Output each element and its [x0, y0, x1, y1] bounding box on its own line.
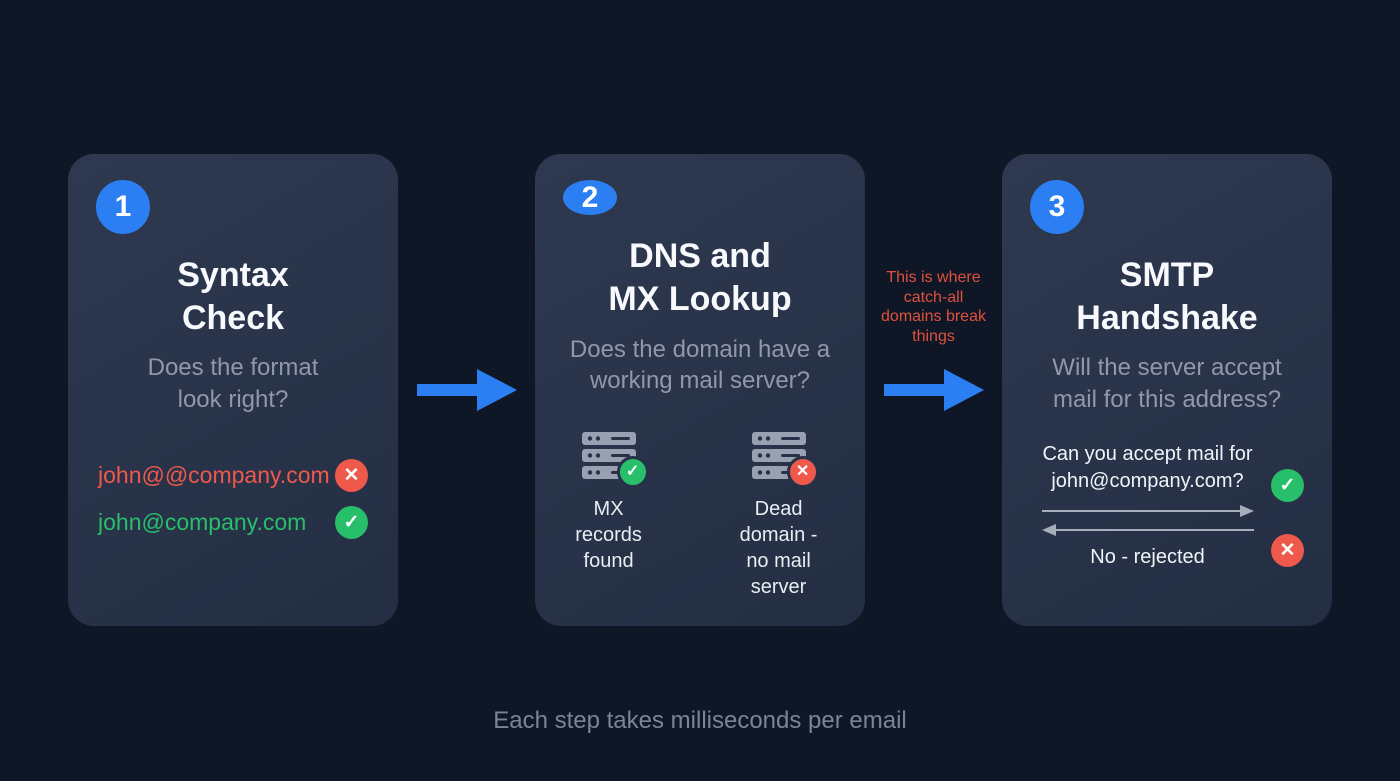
- footer-caption: Each step takes milliseconds per email: [493, 707, 907, 734]
- cross-icon: ✕: [335, 458, 368, 492]
- icon-glyph: ✕: [1279, 539, 1296, 561]
- server-wrap: ✕: [750, 430, 819, 488]
- check-icon: ✓: [1271, 468, 1304, 502]
- step-subtitle: Does the format look right?: [147, 354, 319, 413]
- handshake-response-text: No - rejected: [1090, 545, 1205, 568]
- icon-glyph: ✓: [1279, 474, 1296, 496]
- connector-step1-step2: [398, 154, 535, 626]
- step-title: SMTP Handshake: [1076, 256, 1258, 338]
- step-title: Syntax Check: [177, 256, 289, 338]
- step-number: 1: [114, 190, 132, 223]
- step-card-smtp-handshake: 3 SMTP Handshake Will the server accept …: [1002, 154, 1332, 626]
- example-row-invalid: john@@company.com ✕: [98, 458, 368, 492]
- flow-row: 1 Syntax Check Does the format look righ…: [68, 154, 1332, 626]
- icon-glyph: ✓: [343, 511, 360, 533]
- handshake-request-text: Can you accept mail for john@company.com…: [1042, 442, 1253, 492]
- cross-icon: ✕: [786, 456, 819, 488]
- handshake-result-icons: ✓ ✕: [1265, 441, 1304, 569]
- syntax-examples: john@@company.com ✕ john@company.com ✓: [96, 458, 370, 539]
- connector-step2-step3: This is where catch-all domains break th…: [865, 154, 1002, 626]
- valid-email-text: john@company.com: [98, 508, 307, 535]
- invalid-email-text: john@@company.com: [98, 461, 330, 488]
- step-title: DNS and MX Lookup: [608, 237, 792, 319]
- step-number-badge: 3: [1030, 180, 1084, 234]
- check-icon: ✓: [616, 456, 649, 488]
- icon-glyph: ✓: [625, 463, 640, 480]
- outcome-dead-domain: ✕ Dead domain - no mail server: [720, 430, 837, 600]
- handshake-main: Can you accept mail for john@company.com…: [1030, 441, 1265, 569]
- arrow-right-icon: [1041, 504, 1254, 517]
- step-card-syntax-check: 1 Syntax Check Does the format look righ…: [68, 154, 398, 626]
- arrow-left-icon: [1041, 523, 1254, 536]
- arrow-right-icon: [416, 369, 517, 411]
- handshake-arrows: [1041, 504, 1254, 537]
- arrow-right-icon: [883, 369, 984, 411]
- icon-glyph: ✕: [795, 463, 810, 480]
- step-subtitle: Does the domain have a working mail serv…: [569, 335, 831, 394]
- smtp-handshake-exchange: Can you accept mail for john@company.com…: [1030, 441, 1304, 569]
- step-number-badge: 2: [563, 180, 617, 216]
- cross-icon: ✕: [1271, 533, 1304, 567]
- dns-outcomes: ✓ MX records found: [563, 430, 837, 600]
- step-subtitle: Will the server accept mail for this add…: [1052, 354, 1282, 413]
- step-number-badge: 1: [96, 180, 150, 234]
- outcome-label: MX records found: [575, 498, 642, 572]
- step-number: 2: [581, 180, 599, 214]
- step-card-dns-mx-lookup: 2 DNS and MX Lookup Does the domain have…: [535, 154, 865, 626]
- check-icon: ✓: [335, 505, 368, 539]
- outcome-label: Dead domain - no mail server: [739, 498, 818, 598]
- server-wrap: ✓: [580, 430, 649, 488]
- outcome-mx-found: ✓ MX records found: [563, 430, 654, 600]
- icon-glyph: ✕: [343, 464, 360, 486]
- catch-all-annotation: This is where catch-all domains break th…: [881, 269, 986, 345]
- step-number: 3: [1048, 190, 1066, 223]
- example-row-valid: john@company.com ✓: [98, 505, 368, 539]
